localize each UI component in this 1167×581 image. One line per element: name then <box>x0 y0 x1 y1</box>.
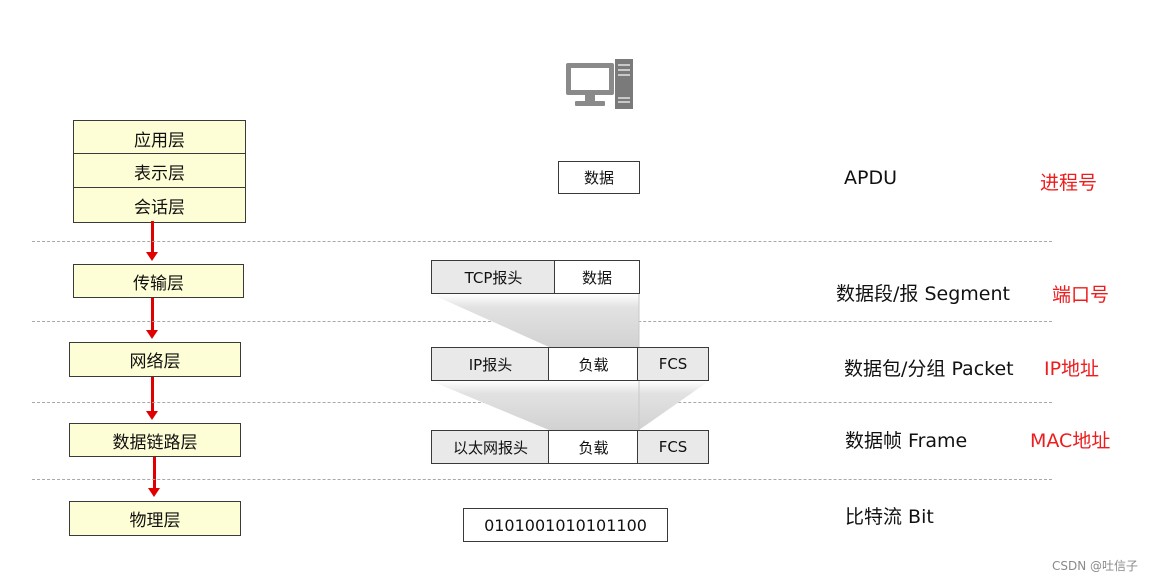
bit-label: 比特流 Bit <box>845 506 934 528</box>
segment-label: 数据段/报 Segment <box>836 283 1010 305</box>
mac-address-label: MAC地址 <box>1030 430 1111 452</box>
ip-payload-cell: 负载 <box>548 347 639 381</box>
datalink-layer: 数据链路层 <box>69 423 241 457</box>
tcp-data-cell: 数据 <box>554 260 640 294</box>
process-id-label: 进程号 <box>1040 172 1098 194</box>
physical-layer: 物理层 <box>69 501 241 536</box>
watermark: CSDN @吐信子 <box>1052 559 1139 573</box>
presentation-layer: 表示层 <box>73 153 246 190</box>
arrow-down-icon <box>146 252 158 261</box>
ethernet-fcs-cell: FCS <box>637 430 709 464</box>
layer-separator <box>32 241 1052 242</box>
packet-label: 数据包/分组 Packet <box>844 358 1014 380</box>
segment-to-payload-wedge <box>431 294 639 347</box>
computer-icon <box>566 59 633 109</box>
packet-to-payload-wedge <box>431 381 709 430</box>
apdu-data-box: 数据 <box>558 161 640 194</box>
frame-label: 数据帧 Frame <box>845 430 968 452</box>
upper-layer-stack: 应用层 表示层 会话层 <box>73 120 246 223</box>
network-layer: 网络层 <box>69 342 241 377</box>
arrow-shaft <box>151 221 154 252</box>
ethernet-header-cell: 以太网报头 <box>431 430 550 464</box>
apdu-label: APDU <box>844 167 897 189</box>
ethernet-payload-cell: 负载 <box>548 430 639 464</box>
arrow-down-icon <box>146 330 158 339</box>
layer-separator <box>32 479 1052 480</box>
arrow-shaft <box>151 377 154 411</box>
bitstream-box: 0101001010101100 <box>463 508 668 542</box>
session-layer: 会话层 <box>73 187 246 223</box>
ip-fcs-cell: FCS <box>637 347 709 381</box>
port-label: 端口号 <box>1052 284 1110 306</box>
tcp-header-cell: TCP报头 <box>431 260 556 294</box>
ip-header-cell: IP报头 <box>431 347 550 381</box>
arrow-shaft <box>153 457 156 488</box>
arrow-down-icon <box>146 411 158 420</box>
arrow-down-icon <box>148 488 160 497</box>
transport-layer: 传输层 <box>73 264 244 298</box>
arrow-shaft <box>151 298 154 330</box>
ip-address-label: IP地址 <box>1044 358 1100 380</box>
